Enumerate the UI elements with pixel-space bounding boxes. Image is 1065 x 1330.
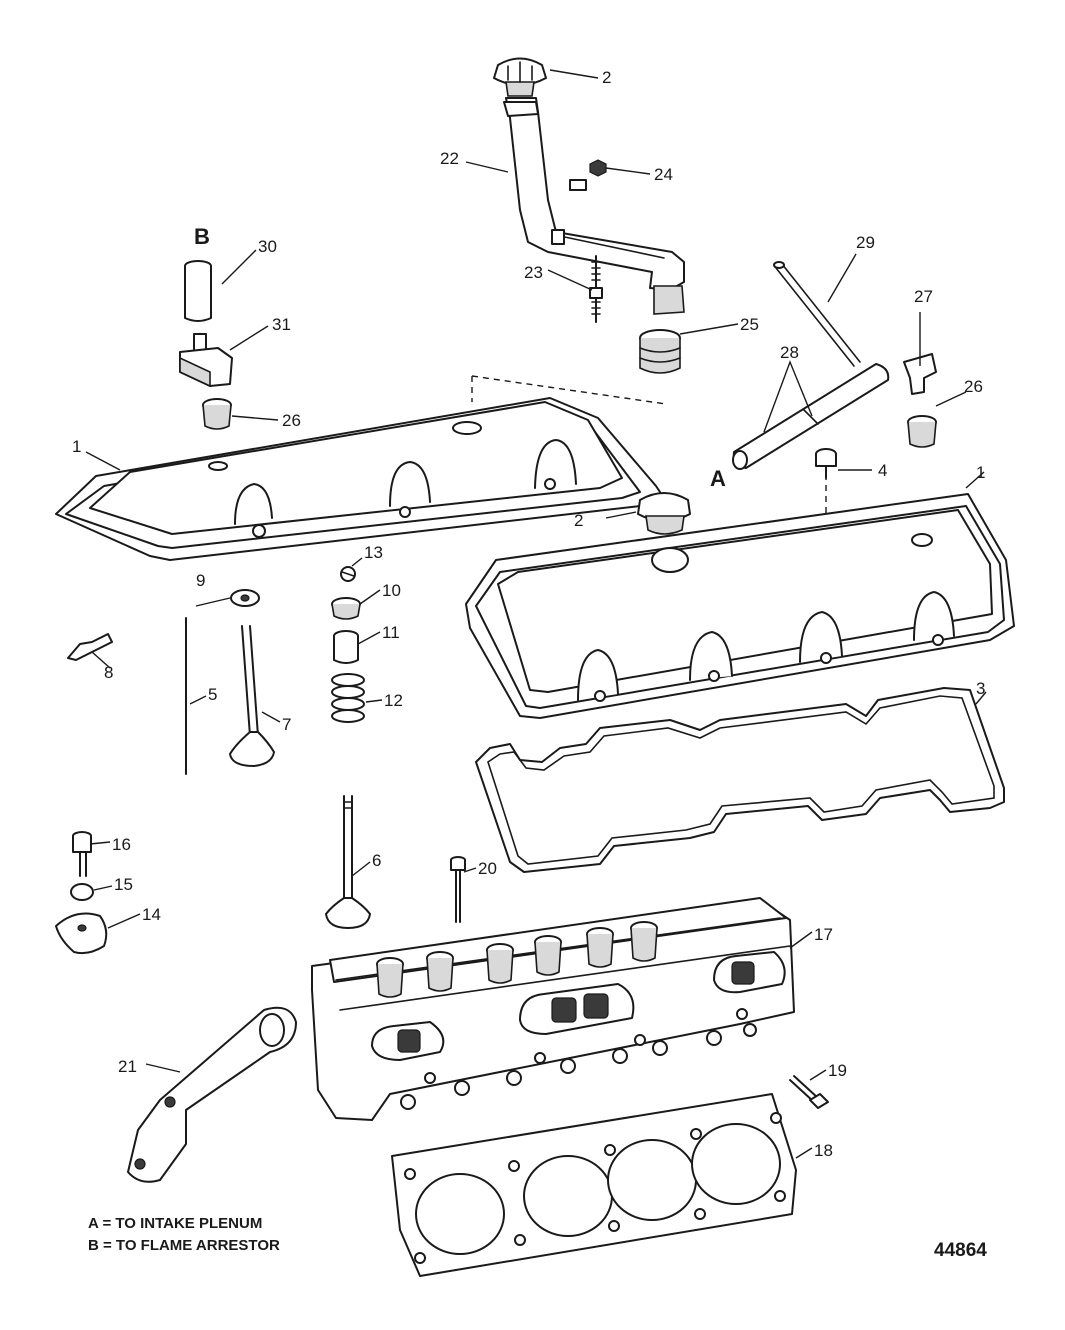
callout-1-right: 1 <box>976 463 985 482</box>
rocker-arm-14 <box>55 912 108 955</box>
pcv-valve-31 <box>179 333 233 388</box>
valve-cover-left <box>55 397 665 561</box>
figure-number: 44864 <box>934 1240 987 1261</box>
hose-28 <box>732 363 890 470</box>
callout-26-left: 26 <box>282 411 301 430</box>
callout-9: 9 <box>196 571 205 590</box>
valve-7 <box>229 625 275 767</box>
callout-5: 5 <box>208 685 217 704</box>
cap-10 <box>331 597 361 620</box>
callout-14: 14 <box>142 905 161 924</box>
callout-21: 21 <box>118 1057 137 1076</box>
callout-20: 20 <box>478 859 497 878</box>
callout-26-right: 26 <box>964 377 983 396</box>
valve-6 <box>325 795 371 929</box>
callout-7: 7 <box>282 715 291 734</box>
rocker-8 <box>67 633 113 661</box>
elbow-27 <box>903 353 937 395</box>
retainer-9 <box>230 589 260 607</box>
callout-31: 31 <box>272 315 291 334</box>
oil-fill-cap-mid <box>637 492 691 535</box>
legend-a: A = TO INTAKE PLENUM <box>88 1215 262 1232</box>
oil-fill-cap-top <box>493 57 547 97</box>
callout-16: 16 <box>112 835 131 854</box>
callout-3: 3 <box>976 679 985 698</box>
callout-22: 22 <box>440 149 459 168</box>
reference-letter-a: A <box>710 466 726 491</box>
valve-cover-right <box>465 493 1015 719</box>
breather-tube <box>503 97 685 315</box>
grommet-26-right <box>907 415 937 448</box>
lifting-bracket <box>127 1006 297 1183</box>
callout-4: 4 <box>878 461 887 480</box>
bolt-19 <box>789 1075 829 1109</box>
leader-lines <box>85 69 987 1159</box>
callout-24: 24 <box>654 165 673 184</box>
connection-dash-b <box>471 375 667 405</box>
callout-8: 8 <box>104 663 113 682</box>
breather-nut <box>589 159 607 177</box>
callout-10: 10 <box>382 581 401 600</box>
bolt-20 <box>450 856 466 923</box>
callout-6: 6 <box>372 851 381 870</box>
spring-12 <box>331 673 365 723</box>
callout-numbers: 2 22 24 23 25 30 31 26 1 2 4 26 27 28 29… <box>72 68 985 1160</box>
breather-grommet <box>639 329 681 374</box>
callout-29: 29 <box>856 233 875 252</box>
callout-11: 11 <box>382 623 400 642</box>
clamp-29 <box>773 261 861 367</box>
callout-12: 12 <box>384 691 403 710</box>
hose-30 <box>184 260 212 322</box>
legend-b: B = TO FLAME ARRESTOR <box>88 1237 280 1254</box>
callout-13: 13 <box>364 543 383 562</box>
cylinder-head <box>311 897 795 1121</box>
bolt-4 <box>815 448 837 479</box>
valve-cover-gasket <box>475 687 1005 873</box>
callout-2-top: 2 <box>602 68 611 87</box>
bolt-16 <box>72 831 92 877</box>
callout-2-mid: 2 <box>574 511 583 530</box>
stud <box>589 255 603 323</box>
seal-11 <box>333 630 359 664</box>
callout-1-left: 1 <box>72 437 81 456</box>
keeper-13 <box>340 566 356 582</box>
callout-28: 28 <box>780 343 799 362</box>
callout-15: 15 <box>114 875 133 894</box>
reference-letter-b: B <box>194 224 210 249</box>
ball-15 <box>70 883 94 901</box>
callout-25: 25 <box>740 315 759 334</box>
callout-17: 17 <box>814 925 833 944</box>
callout-30: 30 <box>258 237 277 256</box>
grommet-26-left <box>202 398 232 430</box>
callout-27: 27 <box>914 287 933 306</box>
callout-23: 23 <box>524 263 543 282</box>
head-gasket <box>391 1093 797 1277</box>
callout-18: 18 <box>814 1141 833 1160</box>
callout-19: 19 <box>828 1061 847 1080</box>
